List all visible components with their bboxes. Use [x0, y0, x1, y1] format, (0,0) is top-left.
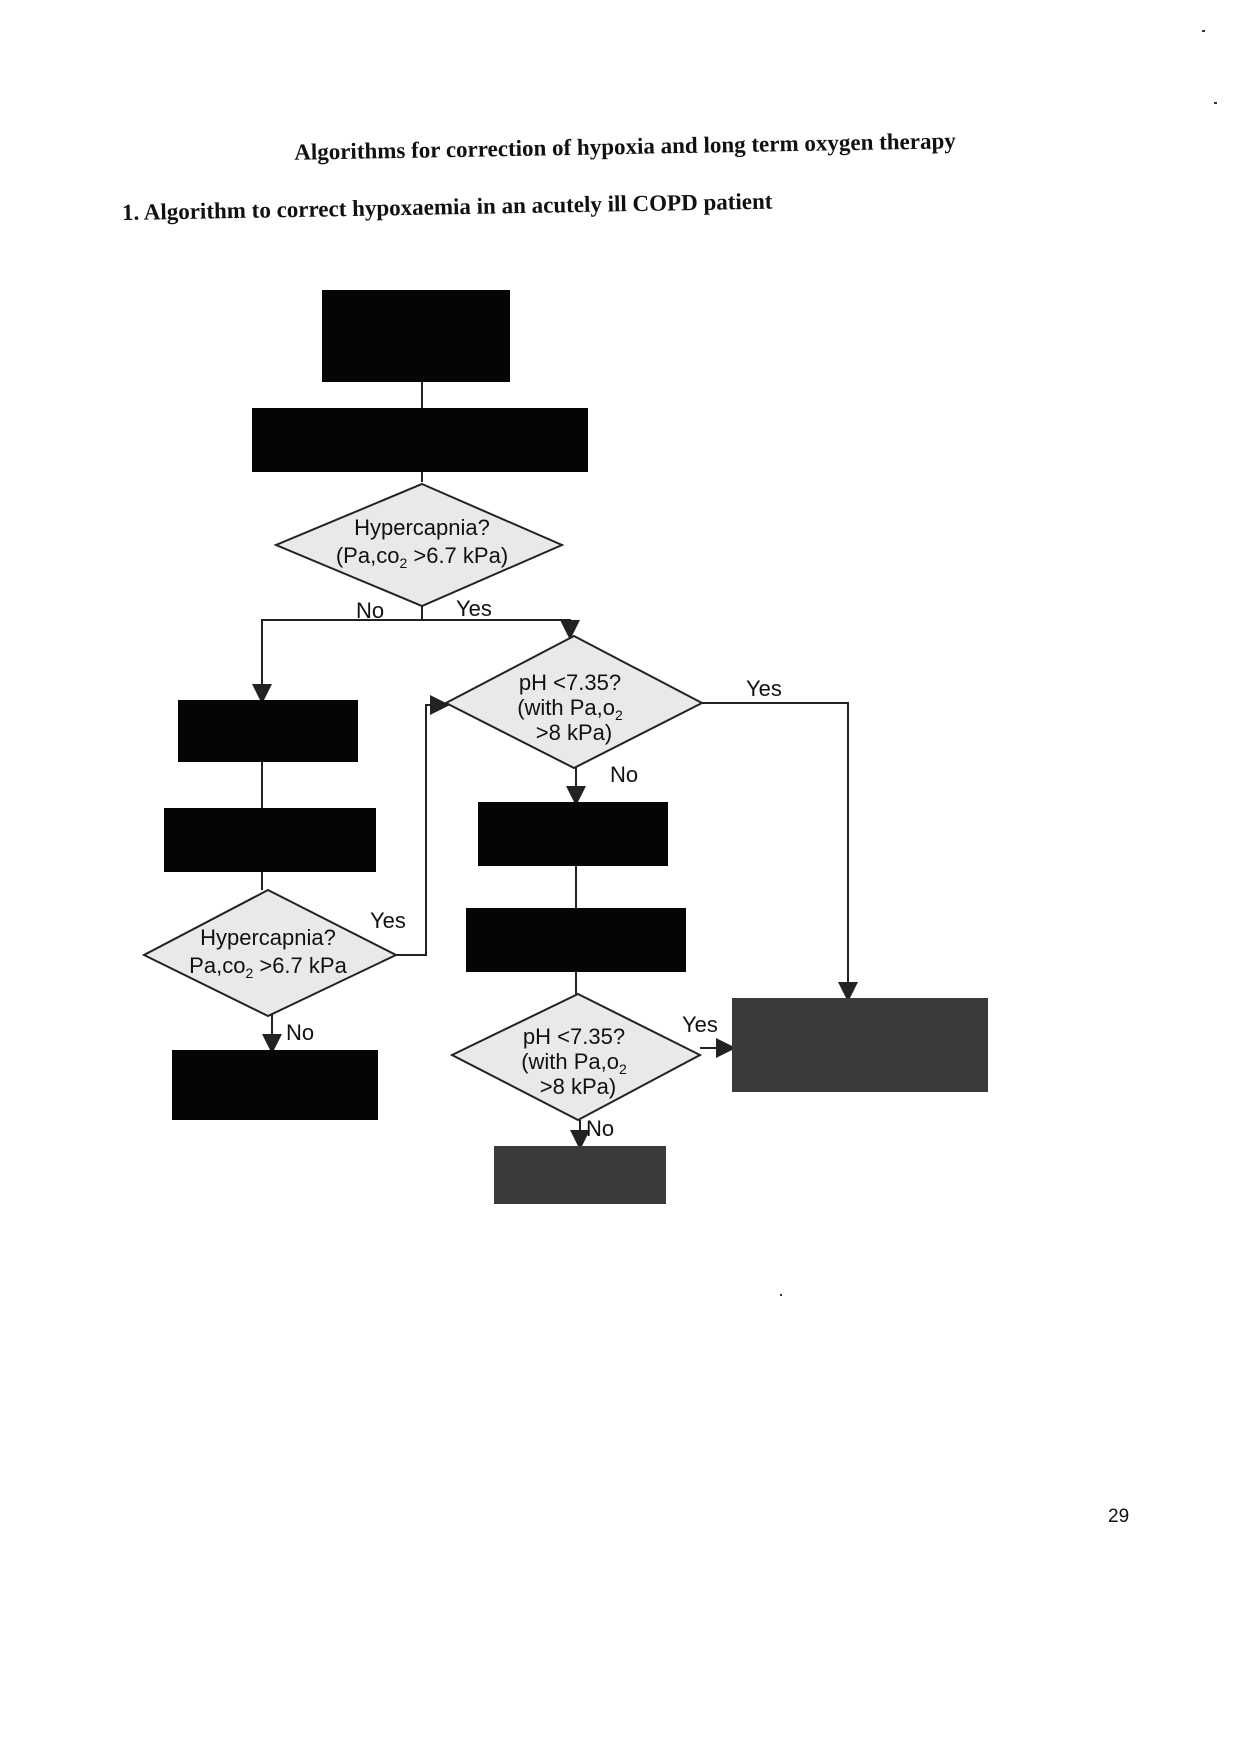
connector-decision3-yes [395, 695, 450, 956]
redacted-box-mid-1 [478, 802, 668, 866]
redacted-box-2 [252, 408, 588, 472]
redacted-box-left-2 [164, 808, 376, 872]
decision-1-shape [273, 482, 565, 608]
redacted-box-left-1 [178, 700, 358, 762]
connector-decision2-yes [702, 702, 858, 1002]
decision-2-line1: pH <7.35? [519, 670, 621, 695]
label-decision3-no: No [286, 1020, 314, 1045]
scan-speck [1202, 30, 1205, 32]
scan-speck [1214, 102, 1217, 104]
decision-3-shape [141, 888, 399, 1018]
label-decision4-yes: Yes [682, 1012, 718, 1037]
decision-4-shape [449, 992, 703, 1122]
decision-2-line3: >8 kPa) [536, 720, 612, 745]
label-decision2-no: No [610, 762, 638, 787]
redacted-box-left-3 [172, 1050, 378, 1120]
redacted-box-right [732, 998, 988, 1092]
decision-2-shape [443, 634, 705, 770]
decision-3-line2: Pa,co2 >6.7 kPa [189, 953, 347, 981]
scan-speck [780, 1294, 782, 1296]
decision-4-line2: (with Pa,o2 [521, 1049, 627, 1077]
connectors [252, 382, 858, 1150]
decision-3-line1: Hypercapnia? [200, 925, 336, 950]
label-decision1-no: No [356, 598, 384, 623]
label-decision2-yes: Yes [746, 676, 782, 701]
redacted-box-mid-2 [466, 908, 686, 972]
decision-2: pH <7.35? (with Pa,o2 >8 kPa) [443, 634, 705, 770]
label-decision1-yes: Yes [456, 596, 492, 621]
page-number: 29 [1108, 1506, 1130, 1527]
decision-4-line1: pH <7.35? [523, 1024, 625, 1049]
connector-decision1-no [252, 619, 422, 704]
decision-1-line2: (Pa,co2 >6.7 kPa) [336, 543, 508, 571]
redacted-box-start [322, 290, 510, 382]
decision-1-line1: Hypercapnia? [354, 515, 490, 540]
decision-3: Hypercapnia? Pa,co2 >6.7 kPa [141, 888, 399, 1018]
decision-2-line2: (with Pa,o2 [517, 695, 623, 723]
decision-4: pH <7.35? (with Pa,o2 >8 kPa) [449, 992, 703, 1122]
redacted-box-mid-3 [494, 1146, 666, 1204]
decision-1: Hypercapnia? (Pa,co2 >6.7 kPa) [273, 482, 565, 608]
label-decision4-no: No [586, 1116, 614, 1141]
decision-4-line3: >8 kPa) [540, 1074, 616, 1099]
connector-decision1-yes [422, 619, 580, 640]
label-decision3-yes: Yes [370, 908, 406, 933]
